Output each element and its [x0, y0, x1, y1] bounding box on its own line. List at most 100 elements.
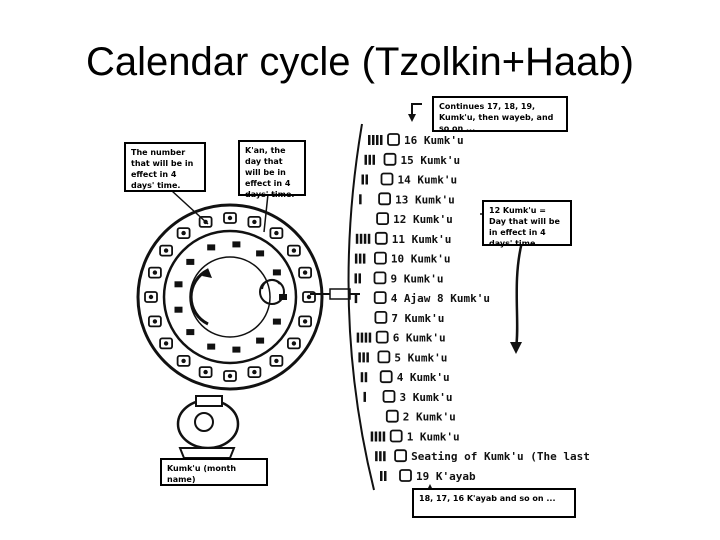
bar-numeral	[358, 273, 361, 284]
day-sign-mark	[163, 341, 169, 346]
haab-glyph	[389, 429, 403, 443]
kumku-glyph-base	[178, 447, 236, 459]
day-sign-mark	[148, 294, 154, 300]
kumku-glyph-eye	[194, 412, 214, 432]
day-sign-mark	[252, 219, 257, 225]
day-sign-mark	[252, 369, 257, 375]
callout-month-name: Kumk'u (month name)	[160, 458, 268, 486]
rotation-arrow-left	[189, 268, 209, 326]
numeral-mark	[174, 281, 183, 288]
day-sign-mark	[181, 230, 186, 236]
numeral-mark	[256, 250, 265, 257]
bar-numeral	[361, 174, 364, 185]
callout-kayab: 18, 17, 16 K'ayab and so on ...	[412, 488, 576, 518]
diagram-canvas: 16 Kumk'u 15 Kumk'u 14 Kumk'u 13 Kumk'u 12 K…	[136, 103, 592, 510]
arrowhead-left	[202, 268, 212, 278]
haab-day-label: 9 Kumk'u	[391, 272, 444, 285]
bar-numeral	[375, 451, 378, 462]
day-sign-mark	[306, 294, 312, 300]
timeline-entry: 7 Kumk'u	[374, 310, 444, 325]
bar-numeral	[379, 451, 382, 462]
top-arrowhead	[408, 114, 416, 122]
bar-numeral	[358, 253, 362, 264]
callout-kan: K'an, the day that will be in effect in …	[238, 140, 306, 199]
day-sign-glyph	[198, 366, 213, 379]
timeline-entry: 1 Kumk'u	[370, 429, 460, 444]
day-sign-glyph	[159, 337, 173, 350]
day-sign-mark	[302, 319, 308, 324]
numeral-mark	[232, 241, 241, 248]
numeral-mark	[174, 306, 183, 313]
down-arrowhead	[510, 342, 522, 354]
day-sign-glyph	[223, 370, 237, 382]
bar-numeral	[368, 154, 371, 165]
haab-glyph	[383, 152, 397, 166]
calendar-wheel	[136, 203, 360, 391]
haab-day-label: Seating of Kumk'u (The last day of K'aya…	[411, 450, 592, 463]
day-sign-mark	[163, 248, 169, 253]
bar-numeral	[380, 471, 383, 481]
numeral-mark	[272, 269, 281, 276]
day-sign-glyph	[144, 291, 158, 303]
haab-glyph	[373, 251, 387, 265]
haab-day-label: 16 Kumk'u	[404, 134, 464, 147]
timeline-entry: 5 Kumk'u	[358, 350, 447, 364]
haab-glyph	[387, 133, 400, 146]
haab-glyph	[380, 172, 394, 186]
numeral-mark	[279, 294, 287, 300]
bar-numeral	[372, 154, 375, 165]
bar-numeral	[378, 431, 382, 442]
day-sign-mark	[152, 319, 158, 324]
bar-numeral	[367, 233, 371, 244]
day-sign-glyph	[247, 215, 262, 228]
haab-day-label: 3 Kumk'u	[400, 391, 453, 404]
day-sign-mark	[291, 341, 297, 346]
timeline-entry: 13 Kumk'u	[359, 192, 455, 206]
bar-numeral	[363, 391, 366, 402]
bar-numeral	[362, 253, 366, 264]
bar-numeral	[365, 174, 368, 185]
bar-numeral	[364, 154, 367, 165]
day-sign-glyph	[159, 244, 173, 257]
timeline-entry: 15 Kumk'u	[364, 152, 460, 167]
bar-numeral	[380, 135, 383, 145]
callout-continues: Continues 17, 18, 19, Kumk'u, then wayeb…	[432, 96, 568, 133]
haab-glyph	[373, 291, 387, 305]
haab-day-label: 6 Kumk'u	[393, 332, 446, 345]
bar-numeral	[364, 372, 368, 383]
haab-glyph	[377, 350, 391, 364]
numeral-mark	[186, 329, 195, 336]
haab-glyph	[382, 389, 396, 403]
bar-numeral	[359, 194, 362, 205]
bar-numeral	[370, 431, 374, 442]
timeline-entry: 10 Kumk'u	[354, 251, 451, 266]
day-sign-glyph	[148, 315, 162, 328]
haab-day-label: 5 Kumk'u	[394, 351, 447, 364]
haab-glyph	[378, 192, 392, 206]
timeline-entry: 2 Kumk'u	[385, 409, 456, 424]
numeral-mark	[272, 318, 281, 325]
haab-day-label: 14 Kumk'u	[398, 174, 458, 187]
bar-numeral	[360, 332, 364, 343]
outer-day-glyphs	[144, 212, 316, 382]
haab-day-label: 10 Kumk'u	[391, 253, 451, 266]
bar-numeral	[359, 233, 363, 244]
bar-numeral	[384, 471, 387, 481]
bar-numeral	[363, 233, 367, 244]
timeline-entry: 19 K'ayab	[380, 469, 476, 483]
haab-glyph	[399, 469, 412, 482]
timeline-entry: 12 Kumk'u	[376, 212, 453, 226]
bar-numeral	[362, 352, 365, 363]
callout-12-kumku: 12 Kumk'u = Day that will be in effect i…	[482, 200, 572, 248]
day-sign-glyph	[247, 366, 262, 379]
bar-numeral	[368, 332, 372, 343]
numeral-mark	[256, 337, 265, 344]
inner-number-glyphs	[174, 241, 287, 353]
bar-numeral	[358, 352, 361, 363]
haab-day-label: 7 Kumk'u	[391, 312, 444, 325]
down-arrow	[514, 241, 524, 349]
timeline-entry: 4 Ajaw 8 Kumk'u	[354, 291, 490, 305]
haab-day-label: 12 Kumk'u	[393, 213, 453, 226]
numeral-mark	[207, 244, 216, 251]
slide-title: Calendar cycle (Tzolkin+Haab)	[85, 40, 634, 84]
